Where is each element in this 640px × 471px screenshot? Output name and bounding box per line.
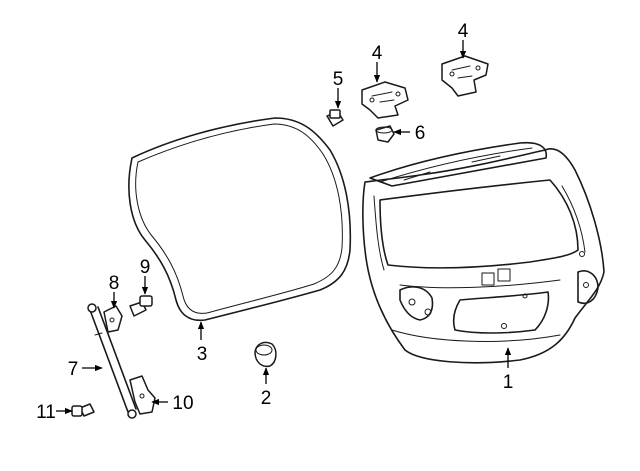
callout-8: 8 (109, 273, 120, 294)
leader-lines (56, 40, 512, 415)
callout-6: 6 (415, 123, 426, 144)
callout-10: 10 (172, 393, 193, 414)
strut-part-7 (87, 303, 137, 419)
weatherstrip-part (128, 117, 352, 322)
cushion-part-2 (254, 341, 277, 368)
hinge-part-4b (441, 55, 489, 97)
callout-1: 1 (503, 372, 514, 393)
liftgate-part (362, 141, 605, 364)
bracket-part-8 (103, 305, 123, 333)
callout-labels: 1 2 3 4 4 5 6 7 8 9 10 11 (36, 21, 513, 423)
callout-5: 5 (333, 69, 344, 90)
bolt-part-9 (129, 295, 153, 317)
callout-4b: 4 (458, 21, 469, 42)
bracket-part-10 (129, 375, 156, 415)
bolt-part-11 (71, 403, 95, 417)
cushion-part-6 (375, 125, 395, 143)
callout-11: 11 (36, 402, 56, 423)
callout-2: 2 (261, 388, 272, 409)
callout-9: 9 (140, 257, 151, 278)
bolt-part-5 (326, 109, 344, 127)
hinge-part-4a (361, 81, 409, 119)
callout-3: 3 (197, 344, 208, 365)
callout-7: 7 (68, 359, 79, 380)
callout-4a: 4 (372, 43, 383, 64)
